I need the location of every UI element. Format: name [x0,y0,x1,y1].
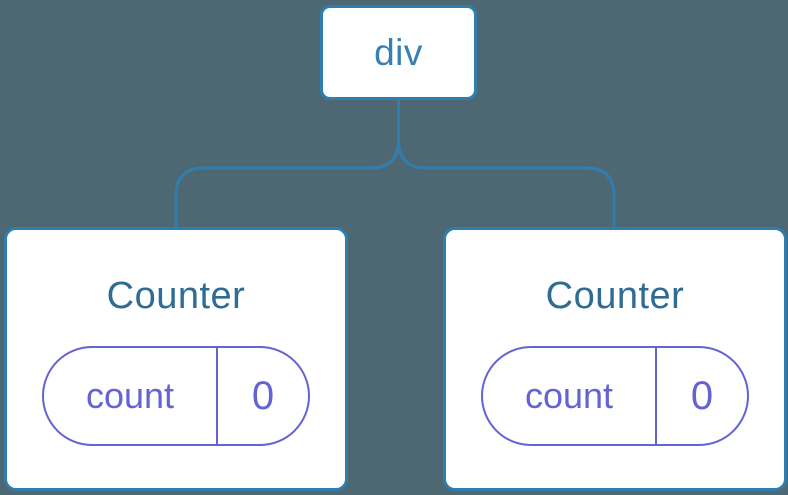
root-node-label: div [374,32,423,73]
state-value-label: 0 [251,373,275,418]
state-key-label: count [524,374,614,416]
state-value-cell: 0 [655,347,747,444]
connector-left-branch [174,100,400,228]
connector-right-branch [397,100,616,228]
component-title: Counter [106,275,246,317]
state-pill: count 0 [481,345,749,446]
component-title: Counter [545,275,685,317]
state-key-cell: count [44,348,216,444]
counter-card-right: Counter count 0 [443,227,787,491]
state-pill: count 0 [42,345,310,446]
root-node-div: div [320,5,477,100]
state-value-cell: 0 [216,347,308,444]
state-value-label: 0 [690,373,714,418]
state-key-cell: count [483,348,655,444]
counter-card-left: Counter count 0 [4,227,348,491]
state-key-label: count [85,374,175,416]
